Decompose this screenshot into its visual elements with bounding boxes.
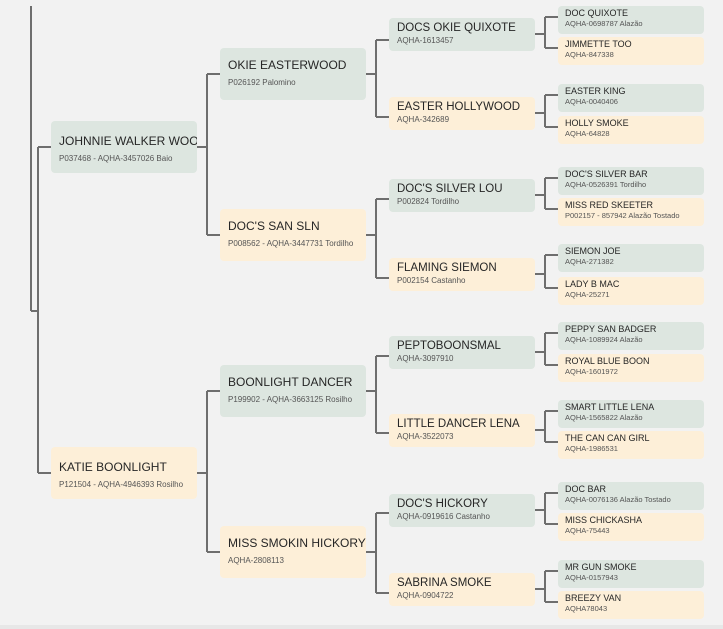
horse-card-gen3[interactable]: DOC'S SILVER LOU P002824 Tordilho: [389, 179, 535, 212]
horse-name: BREEZY VAN: [565, 593, 622, 603]
horse-card-paternal-granddam[interactable]: DOC'S SAN SLN P008562 - AQHA-3447731 Tor…: [220, 209, 366, 261]
horse-card-gen4[interactable]: DOC QUIXOTE AQHA-0698787 Alazão: [558, 6, 704, 34]
horse-registration: AQHA-847338: [565, 50, 614, 59]
horse-card-gen4[interactable]: ROYAL BLUE BOON AQHA-1601972: [558, 354, 704, 382]
horse-card-gen4[interactable]: EASTER KING AQHA-0040406: [558, 84, 704, 112]
horse-name: LITTLE DANCER LENA: [397, 418, 520, 430]
horse-registration: AQHA-1613457: [397, 36, 454, 45]
horse-card-gen3[interactable]: LITTLE DANCER LENA AQHA-3522073: [389, 414, 535, 447]
horse-registration: P002824 Tordilho: [397, 197, 460, 206]
horse-registration: AQHA-3522073: [397, 432, 454, 441]
horse-card-gen4[interactable]: DOC BAR AQHA-0076136 Alazão Tostado: [558, 482, 704, 510]
horse-card-gen4[interactable]: MISS CHICKASHA AQHA-75443: [558, 513, 704, 541]
horse-card-gen4[interactable]: DOC'S SILVER BAR AQHA-0526391 Tordilho: [558, 167, 704, 195]
horse-name: DOC QUIXOTE: [565, 8, 629, 18]
horse-name: SIEMON JOE: [565, 246, 621, 256]
horse-name: DOC'S SILVER LOU: [397, 183, 503, 195]
horizontal-scroll-track[interactable]: [0, 625, 723, 629]
horse-name: SABRINA SMOKE: [397, 577, 492, 589]
horse-card-gen3[interactable]: FLAMING SIEMON P002154 Castanho: [389, 258, 535, 291]
horse-registration: AQHA-1986531: [565, 444, 618, 453]
horse-registration: P199902 - AQHA-3663125 Rosilho: [228, 395, 353, 404]
horse-registration: P121504 - AQHA-4946393 Rosilho: [59, 480, 184, 489]
horse-card-gen3[interactable]: SABRINA SMOKE AQHA-0904722: [389, 573, 535, 606]
horse-registration: P008562 - AQHA-3447731 Tordilho: [228, 239, 354, 248]
horse-registration: AQHA-271382: [565, 257, 614, 266]
horse-card-sire[interactable]: JOHNNIE WALKER WOOD P037468 - AQHA-34570…: [51, 121, 197, 173]
horse-registration: AQHA-0040406: [565, 97, 618, 106]
horse-card-paternal-grandsire[interactable]: OKIE EASTERWOOD P026192 Palomino: [220, 48, 366, 100]
horse-registration: AQHA-0698787 Alazão: [565, 19, 643, 28]
horse-registration: AQHA-342689: [397, 115, 450, 124]
horse-name: SMART LITTLE LENA: [565, 402, 655, 412]
horse-card-maternal-granddam[interactable]: MISS SMOKIN HICKORY AQHA-2808113: [220, 526, 366, 578]
horse-name: MISS RED SKEETER: [565, 200, 654, 210]
horse-registration: AQHA78043: [565, 604, 608, 613]
horse-name: MISS SMOKIN HICKORY: [228, 536, 366, 550]
horse-name: PEPPY SAN BADGER: [565, 324, 657, 334]
horse-registration: AQHA-1601972: [565, 367, 618, 376]
horse-registration: AQHA-64828: [565, 129, 610, 138]
horse-registration: AQHA-0904722: [397, 591, 454, 600]
horse-card-gen4[interactable]: MISS RED SKEETER P002157 - 857942 Alazão…: [558, 198, 704, 226]
horse-name: HOLLY SMOKE: [565, 118, 629, 128]
horse-name: ROYAL BLUE BOON: [565, 356, 650, 366]
horse-name: JOHNNIE WALKER WOOD: [59, 134, 197, 148]
horse-registration: AQHA-3097910: [397, 354, 454, 363]
horse-registration: AQHA-0157943: [565, 573, 618, 582]
horse-name: THE CAN CAN GIRL: [565, 433, 650, 443]
horse-name: KATIE BOONLIGHT: [59, 460, 167, 474]
horse-name: MISS CHICKASHA: [565, 515, 643, 525]
horse-name: EASTER HOLLYWOOD: [397, 101, 521, 113]
horse-name: MR GUN SMOKE: [565, 562, 637, 572]
horse-card-gen3[interactable]: EASTER HOLLYWOOD AQHA-342689: [389, 97, 535, 130]
horse-card-maternal-grandsire[interactable]: BOONLIGHT DANCER P199902 - AQHA-3663125 …: [220, 365, 366, 417]
horse-card-dam[interactable]: KATIE BOONLIGHT P121504 - AQHA-4946393 R…: [51, 447, 197, 499]
horse-card-gen3[interactable]: PEPTOBOONSMAL AQHA-3097910: [389, 336, 535, 369]
horse-name: OKIE EASTERWOOD: [228, 58, 347, 72]
horse-registration: AQHA-1565822 Alazão: [565, 413, 643, 422]
horse-name: DOC'S SAN SLN: [228, 219, 320, 233]
horse-card-gen4[interactable]: MR GUN SMOKE AQHA-0157943: [558, 560, 704, 588]
horse-name: BOONLIGHT DANCER: [228, 375, 353, 389]
horse-registration: P037468 - AQHA-3457026 Baio: [59, 154, 173, 163]
horse-card-gen3[interactable]: DOC'S HICKORY AQHA-0919616 Castanho: [389, 494, 535, 527]
horse-card-gen4[interactable]: HOLLY SMOKE AQHA-64828: [558, 116, 704, 144]
horse-name: EASTER KING: [565, 86, 626, 96]
horse-registration: P002154 Castanho: [397, 276, 466, 285]
horse-name: PEPTOBOONSMAL: [397, 340, 501, 352]
horse-registration: P002157 - 857942 Alazão Tostado: [565, 211, 680, 220]
horse-card-gen4[interactable]: SMART LITTLE LENA AQHA-1565822 Alazão: [558, 400, 704, 428]
horse-card-gen4[interactable]: SIEMON JOE AQHA-271382: [558, 244, 704, 272]
horse-registration: AQHA-75443: [565, 526, 610, 535]
horse-registration: AQHA-0076136 Alazão Tostado: [565, 495, 671, 504]
horse-card-gen4[interactable]: THE CAN CAN GIRL AQHA-1986531: [558, 431, 704, 459]
horse-registration: AQHA-0919616 Castanho: [397, 512, 490, 521]
horse-name: FLAMING SIEMON: [397, 262, 497, 274]
horse-registration: AQHA-25271: [565, 290, 610, 299]
horse-registration: AQHA-0526391 Tordilho: [565, 180, 647, 189]
horse-card-gen4[interactable]: BREEZY VAN AQHA78043: [558, 591, 704, 619]
horse-card-gen4[interactable]: LADY B MAC AQHA-25271: [558, 277, 704, 305]
horse-card-gen3[interactable]: DOCS OKIE QUIXOTE AQHA-1613457: [389, 18, 535, 51]
horse-name: DOC BAR: [565, 484, 607, 494]
horse-card-gen4[interactable]: PEPPY SAN BADGER AQHA-1089924 Alazão: [558, 322, 704, 350]
horse-registration: P026192 Palomino: [228, 78, 296, 87]
horse-name: DOC'S SILVER BAR: [565, 169, 648, 179]
horse-registration: AQHA-2808113: [228, 556, 284, 565]
horse-name: DOC'S HICKORY: [397, 498, 488, 510]
horse-name: LADY B MAC: [565, 279, 620, 289]
horse-name: JIMMETTE TOO: [565, 39, 632, 49]
horse-name: DOCS OKIE QUIXOTE: [397, 22, 516, 34]
horse-registration: AQHA-1089924 Alazão: [565, 335, 643, 344]
horse-card-gen4[interactable]: JIMMETTE TOO AQHA-847338: [558, 37, 704, 65]
